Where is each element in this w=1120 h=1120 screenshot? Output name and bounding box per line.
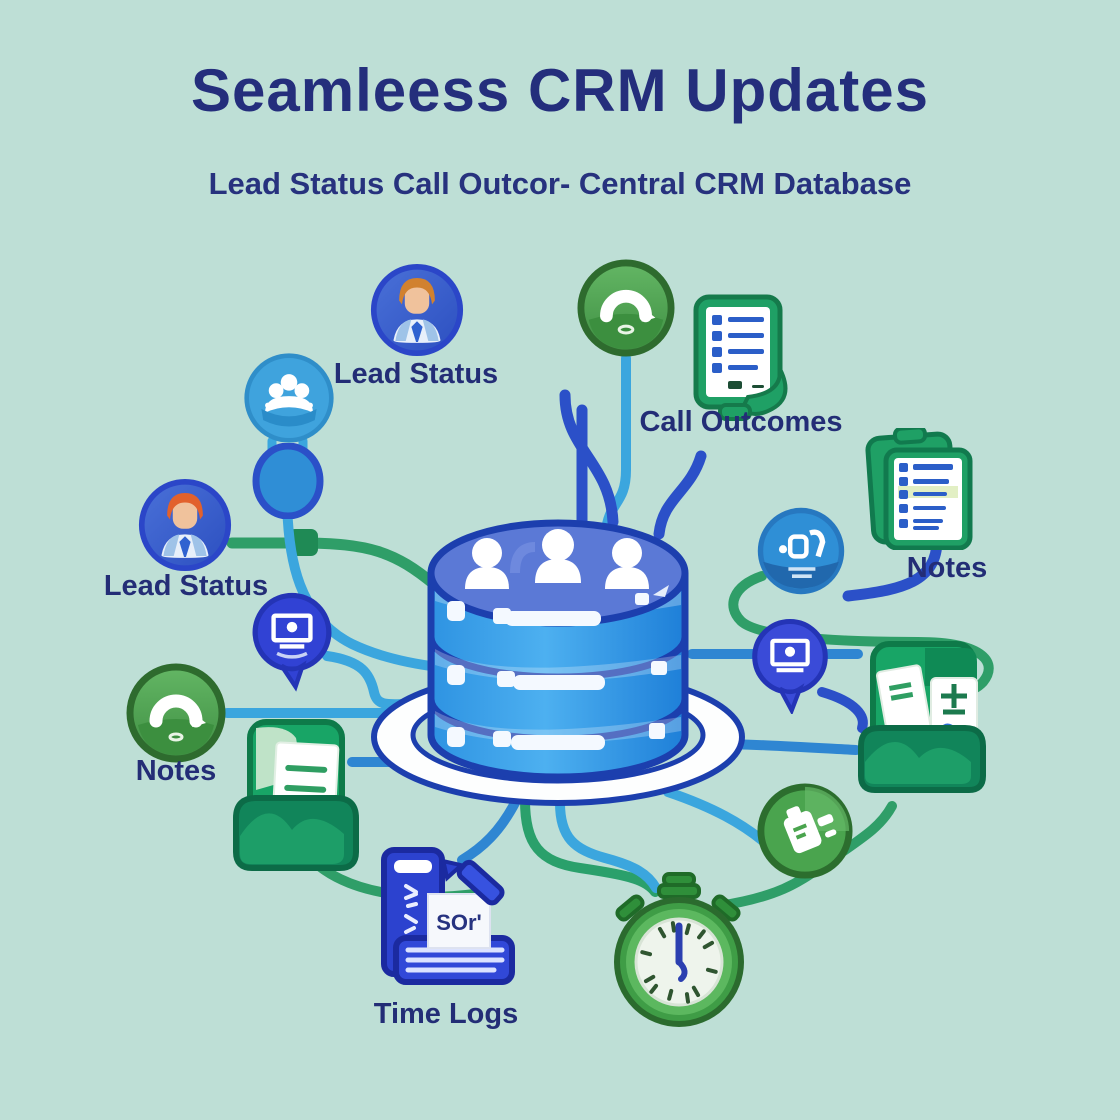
page-subtitle: Lead Status Call Outcor- Central CRM Dat… bbox=[208, 166, 912, 201]
time-logs-books-icon: SOr' bbox=[378, 842, 520, 992]
sor-card-text: SOr' bbox=[436, 910, 482, 935]
call-outcomes-label: Call Outcomes bbox=[639, 406, 843, 438]
notes-clipboards-icon bbox=[862, 428, 980, 550]
lead-status-left-label: Lead Status bbox=[103, 570, 269, 602]
notebook-circle-icon bbox=[756, 782, 854, 880]
phone-device-circle-icon bbox=[756, 506, 846, 596]
stopwatch-icon bbox=[602, 872, 754, 1032]
gauge-icon-top bbox=[577, 259, 675, 357]
gauge-icon-left bbox=[126, 663, 226, 763]
chat-monitor-bubble-icon-left bbox=[248, 592, 336, 692]
database-icon bbox=[365, 465, 755, 830]
connector-blob bbox=[252, 443, 324, 519]
notes-right-label: Notes bbox=[906, 552, 988, 584]
notes-left-label: Notes bbox=[135, 755, 217, 787]
person-avatar-icon-left bbox=[138, 478, 232, 572]
lead-status-top-label: Lead Status bbox=[333, 358, 499, 390]
people-group-icon bbox=[243, 352, 335, 444]
person-avatar-icon-top bbox=[370, 263, 464, 357]
checklist-clipboard-icon bbox=[690, 293, 788, 425]
chat-monitor-bubble-icon-right bbox=[748, 618, 832, 714]
page-title: Seamleess CRM Updates bbox=[191, 57, 929, 124]
document-folder-icon-right bbox=[855, 638, 1005, 798]
document-folder-icon-left bbox=[228, 718, 363, 873]
time-logs-label: Time Logs bbox=[373, 998, 519, 1030]
